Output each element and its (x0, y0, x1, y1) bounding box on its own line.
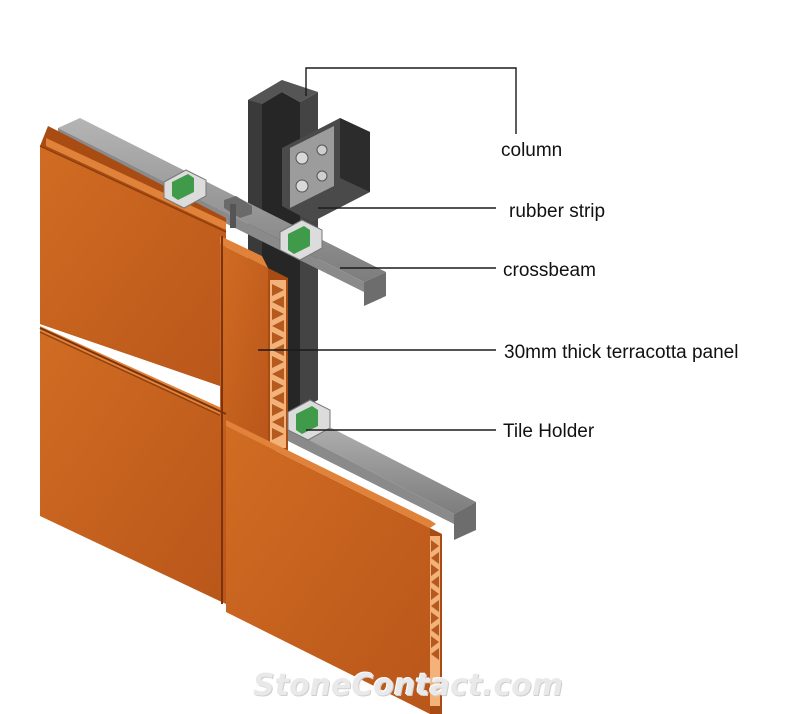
label-crossbeam: crossbeam (503, 260, 596, 281)
column-bracket (282, 118, 370, 222)
watermark: StoneContact.com (253, 668, 564, 703)
crossbeam-lower (282, 414, 476, 540)
label-terracotta-panel: 30mm thick terracotta panel (504, 342, 739, 363)
panel-hollow-core (270, 280, 286, 448)
rubber-strip (224, 196, 252, 228)
label-tile-holder: Tile Holder (503, 421, 595, 442)
tile-holder-upper-mid (279, 219, 323, 261)
label-column: column (501, 140, 563, 161)
label-rubber-strip: rubber strip (509, 201, 606, 222)
terracotta-panel-lower-right (226, 420, 442, 714)
tile-holder-upper-left (163, 169, 207, 209)
leader-lines (258, 67, 517, 431)
terracotta-panel-upper-left (39, 126, 227, 388)
panel-joints (39, 236, 227, 604)
